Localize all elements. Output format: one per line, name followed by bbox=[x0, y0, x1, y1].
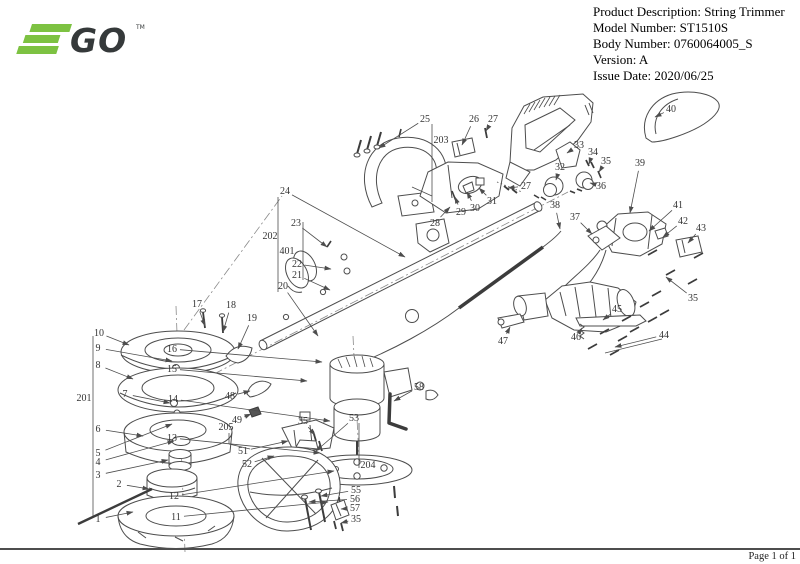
version: Version: A bbox=[593, 52, 649, 67]
logo-go-text: GO bbox=[70, 21, 127, 60]
part-label-30: 30 bbox=[470, 203, 480, 214]
part-label-43: 43 bbox=[696, 223, 706, 234]
part-label-13: 13 bbox=[167, 433, 177, 444]
part-label-32: 32 bbox=[555, 162, 565, 173]
part-label-35: 35 bbox=[688, 293, 698, 304]
part-label-31: 31 bbox=[487, 196, 497, 207]
part-label-51: 51 bbox=[238, 446, 248, 457]
part-label-2: 2 bbox=[117, 479, 122, 490]
part-label-52: 52 bbox=[242, 459, 252, 470]
gear-head-drawing bbox=[497, 281, 647, 340]
part-label-11: 11 bbox=[171, 512, 181, 523]
product-info-block: Product Description: String Trimmer Mode… bbox=[593, 4, 798, 84]
main-handle-drawing bbox=[505, 93, 602, 201]
part-label-26: 26 bbox=[469, 114, 479, 125]
part-label-37: 37 bbox=[570, 212, 580, 223]
part-label-49: 49 bbox=[232, 415, 242, 426]
part-label-8: 8 bbox=[96, 360, 101, 371]
part-label-21: 21 bbox=[292, 270, 302, 281]
part-label-401: 401 bbox=[280, 246, 295, 257]
part-label-3: 3 bbox=[96, 470, 101, 481]
logo-e-bars bbox=[16, 24, 72, 54]
part-label-19: 19 bbox=[247, 313, 257, 324]
part-label-24: 24 bbox=[280, 186, 290, 197]
part-label-12: 12 bbox=[169, 491, 179, 502]
part-label-7: 7 bbox=[123, 389, 128, 400]
part-label-42: 42 bbox=[678, 216, 688, 227]
trimmer-head-stack-drawing bbox=[77, 330, 239, 549]
part-label-35: 35 bbox=[351, 514, 361, 525]
footer-divider bbox=[0, 548, 800, 550]
part-label-27: 27 bbox=[488, 114, 498, 125]
part-label-57: 57 bbox=[350, 503, 360, 514]
part-label-25: 25 bbox=[420, 114, 430, 125]
part-label-46: 46 bbox=[571, 332, 581, 343]
part-label-41: 41 bbox=[673, 200, 683, 211]
part-label-47: 47 bbox=[498, 336, 508, 347]
part-label-201: 201 bbox=[77, 393, 92, 404]
part-label-18: 18 bbox=[226, 300, 236, 311]
part-label-45: 45 bbox=[612, 304, 622, 315]
part-label-1: 1 bbox=[96, 514, 101, 525]
part-label-28: 28 bbox=[430, 218, 440, 229]
body-number: Body Number: 0760064005_S bbox=[593, 36, 753, 51]
part-label-22: 22 bbox=[292, 259, 302, 270]
product-description: Product Description: String Trimmer bbox=[593, 4, 785, 19]
part-label-48: 48 bbox=[225, 391, 235, 402]
part-label-29: 29 bbox=[456, 207, 466, 218]
part-label-39: 39 bbox=[635, 158, 645, 169]
part-label-203: 203 bbox=[434, 135, 449, 146]
shaft-tube-drawing bbox=[258, 201, 543, 351]
part-label-5: 5 bbox=[96, 448, 101, 459]
logo-tm-mark: TM bbox=[135, 24, 145, 31]
part-label-6: 6 bbox=[96, 424, 101, 435]
issue-date: Issue Date: 2020/06/25 bbox=[593, 68, 714, 83]
part-label-55: 55 bbox=[351, 485, 361, 496]
part-label-40: 40 bbox=[666, 104, 676, 115]
part-label-35: 35 bbox=[601, 156, 611, 167]
part-label-44: 44 bbox=[659, 330, 669, 341]
part-label-20: 20 bbox=[278, 281, 288, 292]
guard-drawing bbox=[237, 439, 350, 532]
part-label-58: 58 bbox=[414, 382, 424, 393]
part-label-202: 202 bbox=[263, 231, 278, 242]
part-label-15: 15 bbox=[167, 364, 177, 375]
part-label-56: 56 bbox=[350, 494, 360, 505]
ego-logo-svg: GO TM bbox=[16, 21, 145, 60]
part-label-36: 36 bbox=[596, 181, 606, 192]
part-label-23: 23 bbox=[291, 218, 301, 229]
part-label-34: 34 bbox=[588, 147, 598, 158]
part-label-204: 204 bbox=[361, 460, 376, 471]
part-label-17: 17 bbox=[192, 299, 202, 310]
part-label-10: 10 bbox=[94, 328, 104, 339]
part-label-205: 205 bbox=[219, 422, 234, 433]
part-label-35: 35 bbox=[298, 416, 308, 427]
part-label-38: 38 bbox=[550, 200, 560, 211]
model-number: Model Number: ST1510S bbox=[593, 20, 729, 35]
upper-housing-drawing bbox=[415, 127, 523, 253]
part-label-16: 16 bbox=[167, 344, 177, 355]
aux-handle-drawing bbox=[353, 128, 447, 217]
page-number: Page 1 of 1 bbox=[748, 551, 796, 562]
right-screws-drawing bbox=[587, 249, 704, 356]
hex-key-drawing bbox=[387, 392, 408, 431]
part-label-33: 33 bbox=[574, 140, 584, 151]
part-label-27: 27 bbox=[521, 181, 531, 192]
ego-logo: GO TM bbox=[8, 20, 148, 62]
part-label-9: 9 bbox=[96, 343, 101, 354]
part-label-4: 4 bbox=[96, 457, 101, 468]
part-label-53: 53 bbox=[349, 413, 359, 424]
part-label-14: 14 bbox=[168, 394, 178, 405]
